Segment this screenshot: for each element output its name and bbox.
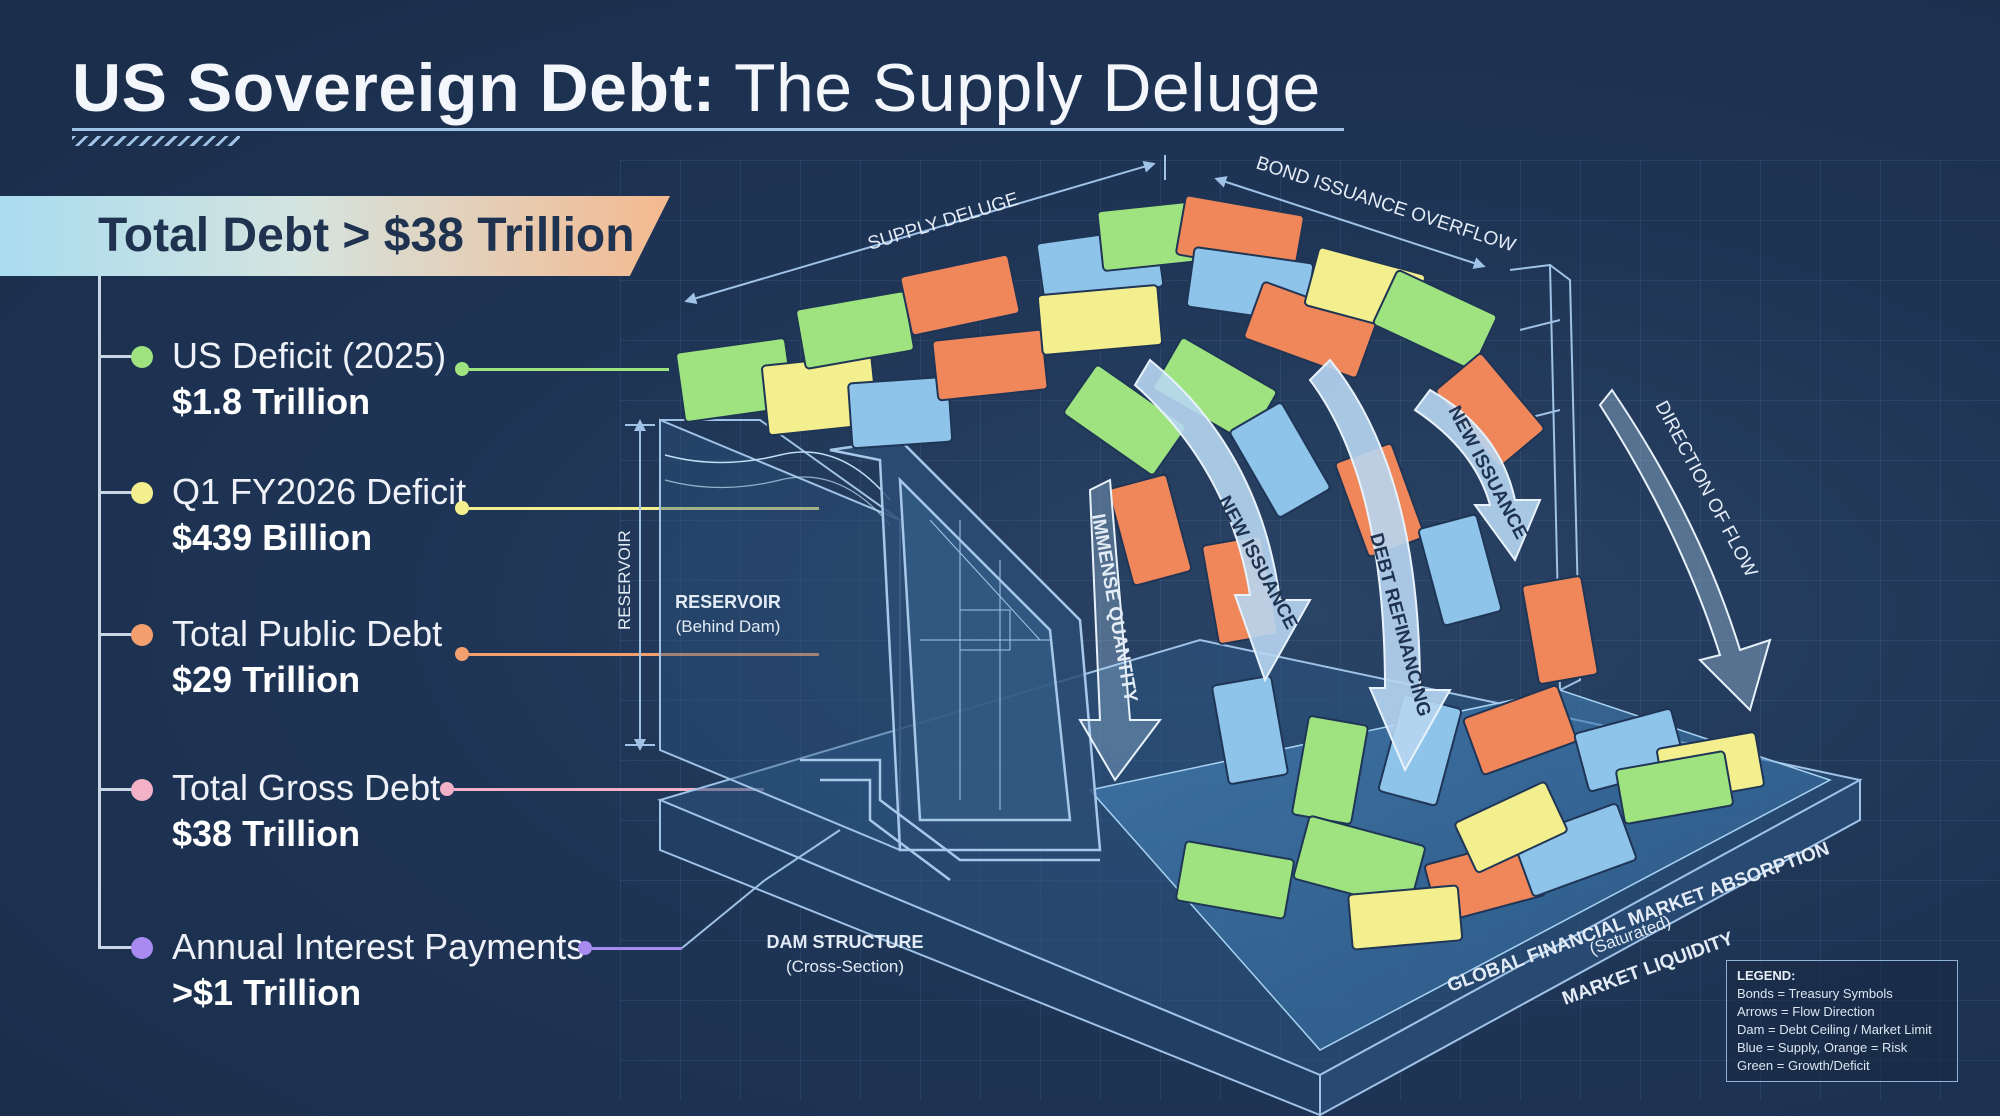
deficit-2025-leader [469, 368, 669, 371]
flow-arrows [1078, 358, 1772, 782]
legend-row: Arrows = Flow Direction [1737, 1004, 1875, 1019]
legend-heading: LEGEND: [1737, 968, 1796, 983]
item-tick [98, 788, 132, 791]
deficit-2025-leader-end [455, 362, 469, 376]
reservoir-title: RESERVOIR [675, 592, 781, 612]
gross-debt-dot [131, 779, 153, 801]
q1-deficit-leader-end [455, 501, 469, 515]
reservoir-subtitle: (Behind Dam) [676, 617, 781, 636]
gross-debt-leader-end [440, 782, 454, 796]
item-tick [98, 491, 132, 494]
q1-deficit-dot [131, 482, 153, 504]
item-tick [98, 946, 132, 949]
q1-deficit-label: Q1 FY2026 Deficit [172, 471, 467, 512]
deficit-2025-value: $1.8 Trillion [172, 381, 371, 422]
q1-deficit-value: $439 Billion [172, 517, 373, 558]
item-tick [98, 355, 132, 358]
list-connector-line [98, 276, 101, 948]
dam-structure-subtitle: (Cross-Section) [786, 957, 904, 976]
arrow-new-issuance-2 [1413, 388, 1542, 563]
title-underline [72, 128, 1344, 131]
title-normal: The Supply Deluge [715, 50, 1321, 126]
arrow-debt-refinancing [1308, 358, 1452, 773]
arrow-immense-quantity [1078, 478, 1162, 782]
total-debt-banner [0, 196, 670, 276]
dimension-lines [625, 155, 1486, 949]
total-debt-text: Total Debt > $38 Trillion [98, 209, 635, 262]
reservoir-vertical-label: RESERVOIR [615, 530, 634, 630]
title-bold: US Sovereign Debt: [72, 50, 716, 126]
public-debt-dot [131, 624, 153, 646]
deficit-2025-dot [131, 346, 153, 368]
arrow-direction-of-flow [1598, 388, 1772, 712]
legend-row: Blue = Supply, Orange = Risk [1737, 1040, 1908, 1055]
interest-leader-end [578, 941, 592, 955]
item-tick [98, 633, 132, 636]
public-debt-value: $29 Trillion [172, 659, 361, 700]
legend-box: LEGEND: Bonds = Treasury Symbols Arrows … [1726, 960, 1958, 1082]
deficit-2025-label: US Deficit (2025) [172, 335, 447, 376]
public-debt-leader-end [455, 647, 469, 661]
public-debt-label: Total Public Debt [172, 613, 443, 654]
supply-deluge-label: SUPPLY DELUGE [865, 189, 1021, 255]
interest-label: Annual Interest Payments [172, 926, 585, 967]
legend-row: Dam = Debt Ceiling / Market Limit [1737, 1022, 1932, 1037]
legend-row: Bonds = Treasury Symbols [1737, 986, 1893, 1001]
interest-value: >$1 Trillion [172, 972, 362, 1013]
legend-row: Green = Growth/Deficit [1737, 1058, 1870, 1073]
interest-leader [592, 947, 682, 950]
page-title: US Sovereign Debt: The Supply Deluge [72, 48, 1321, 128]
arrow-new-issuance [1133, 358, 1312, 683]
dam-structure [800, 438, 1102, 881]
dam-structure-title: DAM STRUCTURE [767, 932, 924, 952]
interest-dot [131, 937, 153, 959]
title-hatch-decoration [72, 136, 240, 146]
gross-debt-label: Total Gross Debt [172, 767, 441, 808]
gross-debt-value: $38 Trillion [172, 813, 361, 854]
gross-debt-leader [454, 788, 764, 791]
